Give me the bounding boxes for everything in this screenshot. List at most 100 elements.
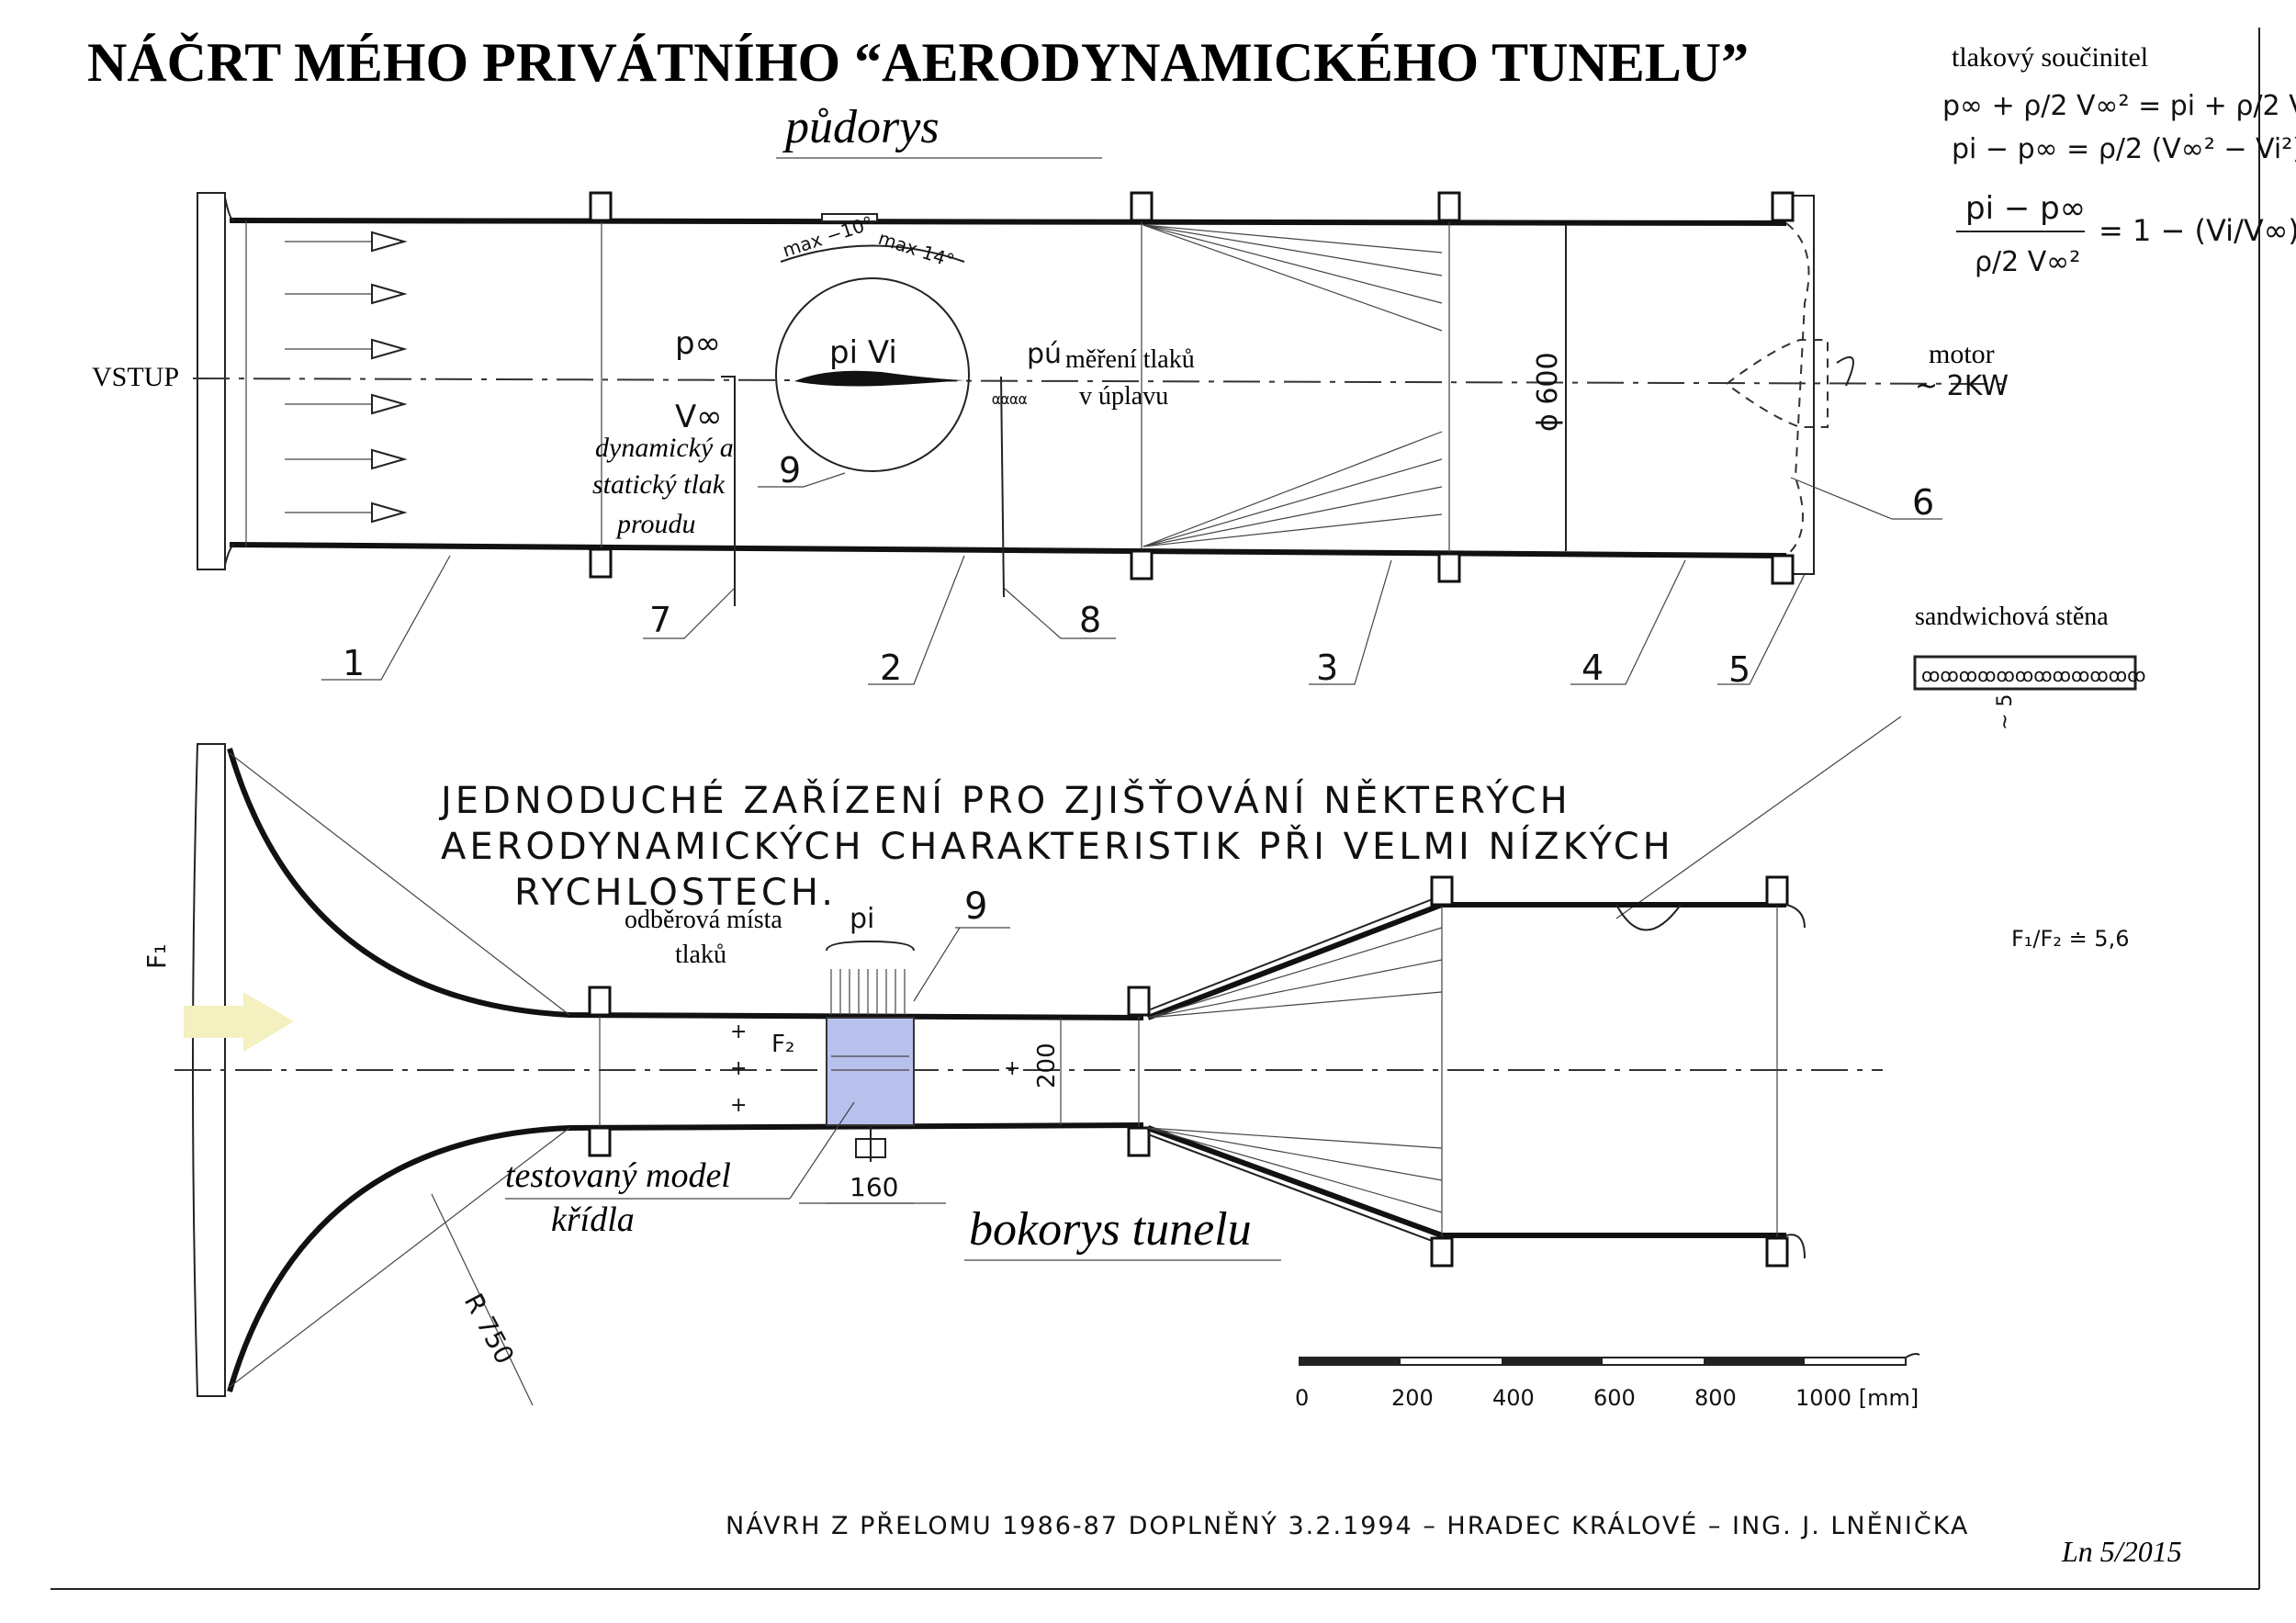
model-label-1: testovaný model: [505, 1156, 731, 1195]
pressure-coef-label: tlakový součinitel: [1952, 42, 2148, 73]
part-6: 6: [1912, 482, 1934, 523]
side-bottom-contour: [227, 1122, 1144, 1392]
rotation-arrow: [1836, 355, 1854, 387]
pi-vi-label: pi Vi: [829, 334, 897, 371]
scale-tick: 600: [1593, 1385, 1636, 1411]
side-view: JEDNODUCHÉ ZAŘÍZENÍ PRO ZJIŠŤOVÁNÍ NĚKTE…: [141, 743, 2129, 1406]
sandwich-thickness: ~ 5: [1994, 694, 2017, 730]
part-9: 9: [779, 450, 801, 490]
scale-tick: 1000 [mm]: [1795, 1385, 1919, 1411]
flange: [1430, 875, 1454, 907]
wake-measure-2: v úplavu: [1079, 382, 1168, 411]
description-line-3: RYCHLOSTECH.: [514, 872, 837, 914]
flange: [1437, 191, 1461, 222]
f2-label: F₂: [771, 1031, 794, 1058]
plan-view-label: půdorys: [782, 101, 940, 153]
part-4: 4: [1581, 648, 1604, 688]
plan-top-wall: [229, 218, 1787, 226]
plan-outlet-lip: [1786, 195, 1815, 575]
flange: [1430, 1236, 1454, 1268]
flange: [1765, 875, 1789, 907]
scale-tick: 0: [1295, 1385, 1309, 1411]
dynamic-2: statický tlak: [592, 469, 726, 500]
side-part-9-leader: [913, 927, 961, 1002]
marker: +: [730, 1094, 747, 1117]
p-wake-label: pú: [1027, 338, 1062, 370]
p-inf-label: p∞: [675, 325, 721, 362]
sandwich-callout-arc: [1615, 904, 1682, 931]
turntable-window: [775, 277, 970, 472]
sandwich-label: sandwichová stěna: [1915, 603, 2109, 631]
sandwich-wall-detail: sandwichová stěna ꝏꝏꝏꝏꝏꝏꝏꝏꝏꝏꝏꝏ ~ 5: [1615, 603, 2145, 919]
inlet-label: VSTUP: [92, 362, 179, 392]
side-inlet-guide-top: [229, 752, 570, 1016]
plan-inlet-curve-top: [224, 197, 235, 221]
sandwich-section: [1913, 655, 2137, 691]
side-view-label: bokorys tunelu: [969, 1203, 1252, 1256]
description-line-2: AERODYNAMICKÝCH CHARAKTERISTIK PŘI VELMI…: [441, 824, 1674, 868]
marker: +: [730, 1020, 747, 1043]
marker: +: [1004, 1057, 1020, 1080]
flow-arrows: [285, 231, 408, 524]
side-inlet-guide-bottom: [229, 1127, 570, 1388]
plan-view: VSTUP max −10° max 14° pi Vi p∞ V∞ pú αα…: [92, 191, 2009, 690]
side-part-9: 9: [964, 885, 987, 928]
part-3: 3: [1316, 648, 1338, 688]
scale-tick: 200: [1391, 1385, 1434, 1411]
test-model: [826, 1017, 915, 1126]
side-top-contour: [227, 748, 1144, 1020]
part-7: 7: [649, 600, 671, 640]
side-diffuser-bottom: [1146, 1125, 1444, 1238]
scale-tick: 800: [1694, 1385, 1737, 1411]
diffuser-side-lines: [1147, 927, 1443, 1213]
flange: [1127, 1126, 1151, 1157]
pressure-coefficient-block: tlakový součinitel p∞ + ρ/2 V∞² = pi + ρ…: [1942, 42, 2296, 278]
dynamic-3: proudu: [615, 509, 696, 539]
model-label-2: křídla: [551, 1200, 635, 1239]
marker: +: [730, 1057, 747, 1080]
pressure-eq1: p∞ + ρ/2 V∞² = pi + ρ/2 Vi²: [1942, 90, 2296, 122]
wake-rake: [1000, 376, 1005, 598]
plan-inlet-lip: [197, 192, 226, 570]
part-5: 5: [1728, 649, 1750, 690]
page-title: NÁČRT MÉHO PRIVÁTNÍHO “AERODYNAMICKÉHO T…: [87, 32, 1749, 93]
fan-hub: [1726, 339, 1829, 428]
sandwich-core: ꝏꝏꝏꝏꝏꝏꝏꝏꝏꝏꝏꝏ: [1921, 664, 2145, 686]
pitot-tube: [721, 376, 736, 606]
pi-label: pi: [850, 903, 874, 935]
scale-bar: 0 200 400 600 800 1000 [mm]: [1295, 1353, 1920, 1411]
flange: [588, 1126, 612, 1157]
entry-flow-arrow: [184, 992, 294, 1052]
plan-bottom-wall: [229, 542, 1787, 558]
area-ratio: F₁/F₂ ≐ 5,6: [2011, 926, 2129, 952]
motor-power: ~ 2KW: [1915, 370, 2009, 402]
dynamic-1: dynamický a: [595, 433, 734, 463]
window-cover: [821, 213, 878, 222]
flange: [1437, 552, 1461, 583]
flange: [1127, 986, 1151, 1017]
v-inf-label: V∞: [675, 399, 723, 435]
angle-max: max 14°: [875, 227, 957, 272]
flange: [588, 986, 612, 1017]
sandwich-leader: [1615, 716, 1902, 919]
pressure-eq3-rhs: = 1 − (Vi/V∞)² = cp: [2099, 213, 2296, 248]
flange: [589, 547, 613, 579]
side-diffuser-top: [1146, 902, 1444, 1020]
radius-label: R 750: [458, 1289, 521, 1369]
plan-inlet-curve-bottom: [224, 544, 235, 566]
dim-160: 160: [850, 1172, 898, 1202]
scale-tick: 400: [1492, 1385, 1535, 1411]
signature: Ln 5/2015: [2061, 1535, 2182, 1568]
pressure-eq2: pi − p∞ = ρ/2 (V∞² − Vi²): [1952, 133, 2296, 165]
diameter-label: ϕ 600: [1532, 352, 1564, 432]
diffuser-plan-lines: [1142, 224, 1443, 547]
part-1: 1: [343, 643, 365, 683]
dim-200: 200: [1033, 1043, 1061, 1088]
wing-profile-plan: [794, 370, 964, 387]
part-2: 2: [880, 648, 902, 688]
pressure-tap-tubes: [830, 969, 906, 1015]
footer-text: NÁVRH Z PŘELOMU 1986-87 DOPLNĚNÝ 3.2.199…: [726, 1511, 1969, 1540]
tap-label-1: odběrová místa: [625, 906, 782, 934]
pi-brace: [826, 940, 915, 952]
